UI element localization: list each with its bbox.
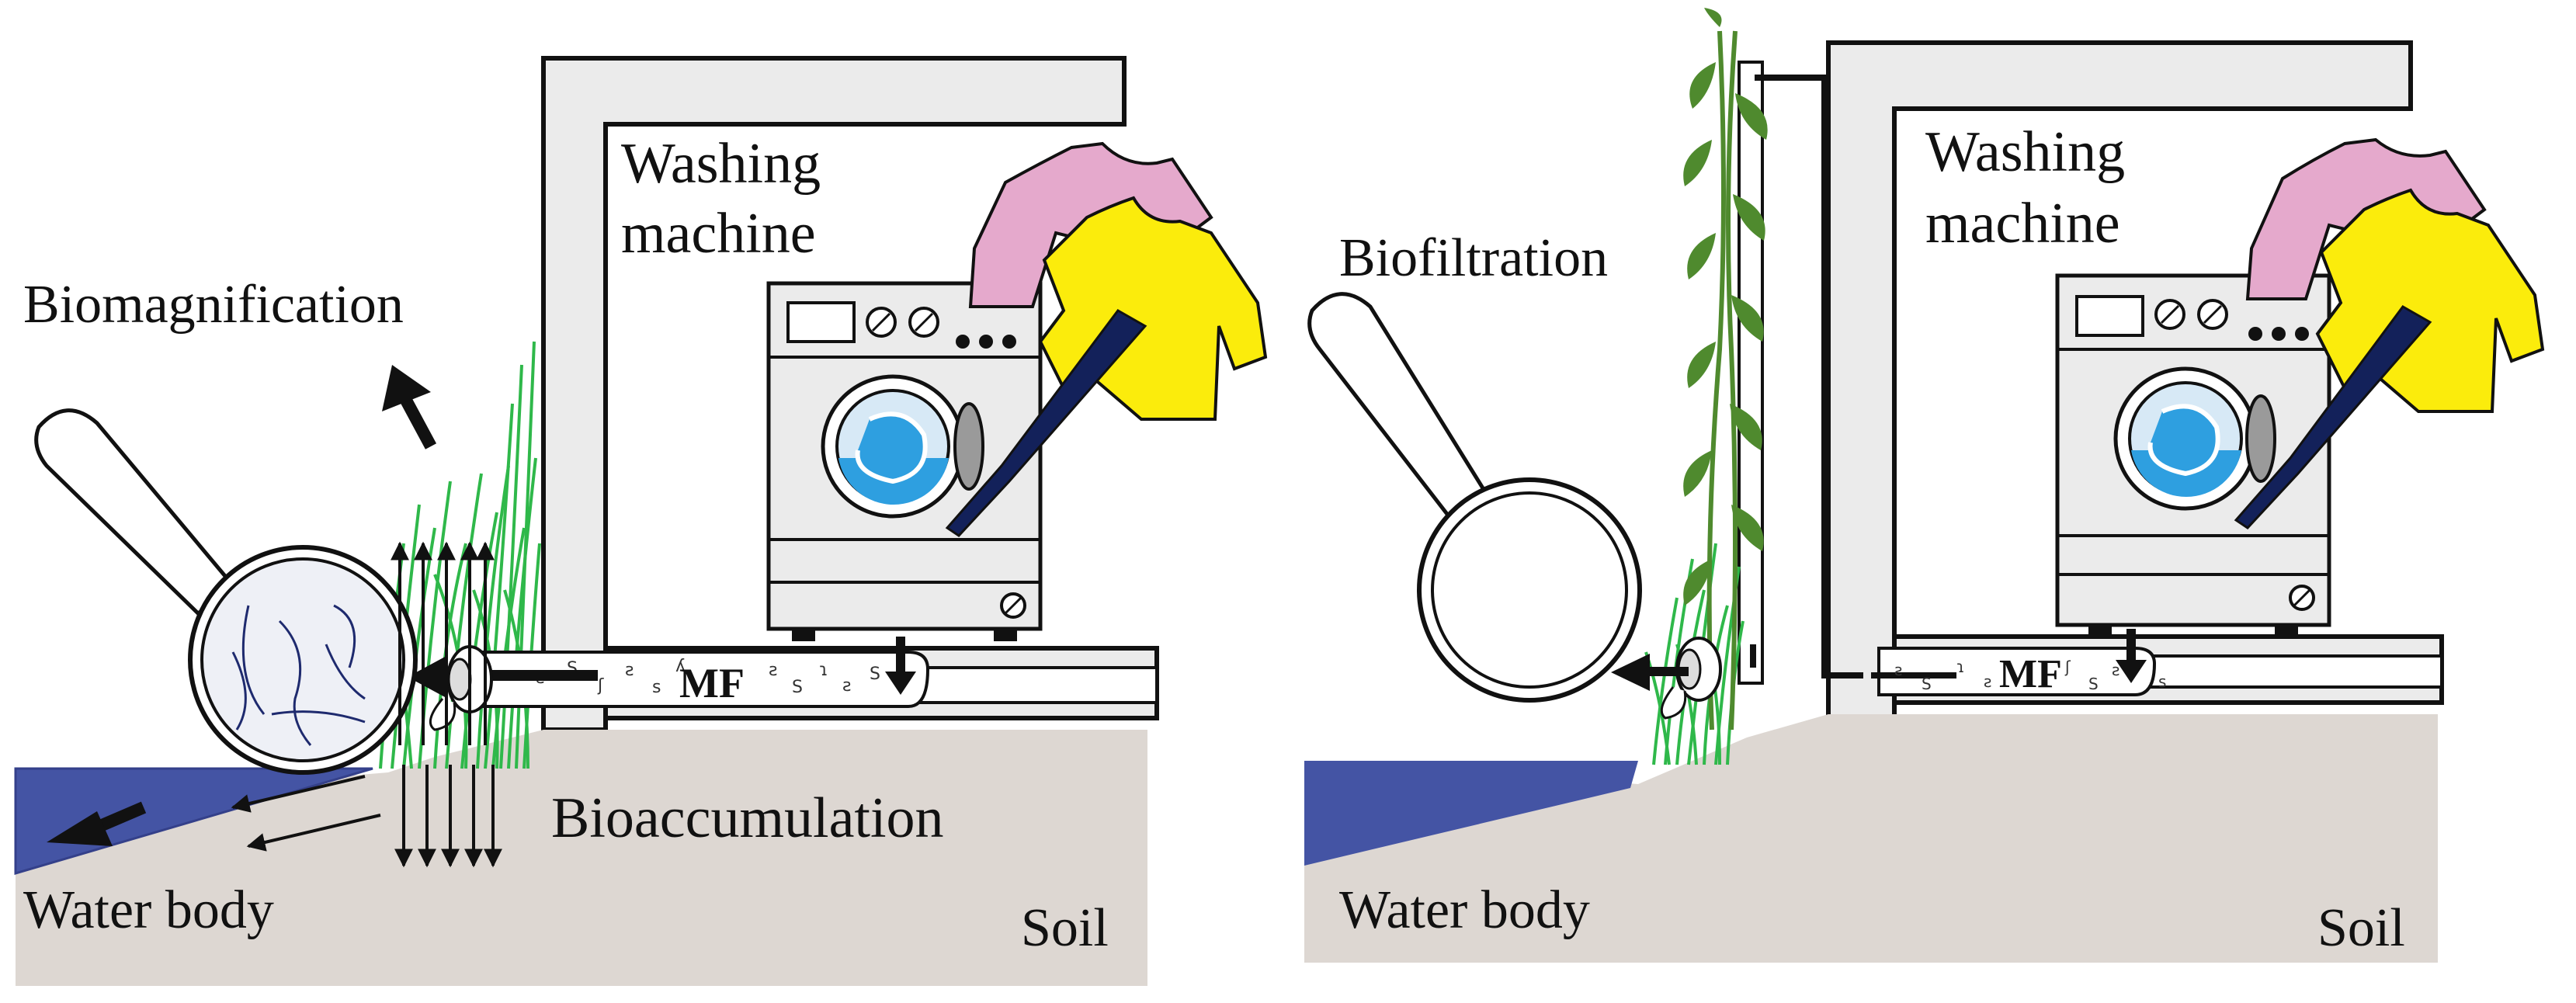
water-flow-arrows (231, 775, 381, 852)
washing-machine-label-line2: machine (1925, 192, 2120, 255)
svg-text:ʃ: ʃ (597, 676, 604, 696)
svg-text:ƨ: ƨ (1984, 672, 1991, 691)
water-body-label: Water body (1339, 880, 1590, 940)
svg-text:ɿ: ɿ (819, 661, 828, 680)
left-panel: ƨSʃ ƨsʎ ƨSɿ ƨS MF (14, 56, 1268, 986)
magnifying-glass-icon (34, 408, 418, 775)
plant-uptake-arrows (391, 541, 495, 745)
washing-machine-icon (766, 281, 1043, 641)
svg-text:ƨ: ƨ (625, 661, 634, 680)
vine-icon (1683, 8, 1768, 731)
magnifying-glass-icon (1307, 292, 1642, 703)
microfiber-strands (231, 604, 366, 746)
svg-text:ƨ: ƨ (769, 661, 777, 680)
svg-text:s: s (652, 678, 661, 697)
svg-text:S: S (870, 665, 880, 684)
soil (16, 730, 1147, 986)
biofiltration-label: Biofiltration (1339, 228, 1608, 288)
svg-text:S: S (2088, 675, 2099, 693)
soil-label: Soil (1021, 898, 1109, 958)
right-panel: ƨSɿ ƨʃS ƨs MF Washing machine Biofiltrat… (1304, 8, 2545, 963)
washing-machine-icon (2055, 273, 2331, 637)
water-outflow-arrow (47, 801, 147, 846)
drain-pipe: ƨSɿ ƨʃS ƨs MF (1871, 629, 2166, 696)
washing-machine-label-line2: machine (621, 202, 816, 266)
bioaccumulation-label: Bioaccumulation (551, 786, 944, 850)
washing-machine-label-line1: Washing (621, 132, 821, 196)
mf-label: MF (1999, 652, 2062, 696)
drain-pipe: ƨSʃ ƨsʎ ƨSɿ ƨS MF (408, 637, 930, 708)
svg-text:ɿ: ɿ (1956, 658, 1965, 676)
svg-text:ʎ: ʎ (675, 657, 686, 676)
svg-text:S: S (792, 678, 803, 697)
soil-label: Soil (2317, 898, 2405, 958)
soil (1304, 714, 2438, 963)
water-body (1304, 761, 1638, 866)
svg-text:S: S (1922, 675, 1932, 693)
svg-text:ʃ: ʃ (2064, 658, 2071, 676)
svg-text:ƨ: ƨ (1894, 661, 1902, 679)
mf-label: MF (679, 660, 745, 706)
biomagnification-arrow (382, 365, 437, 449)
vertical-pipe (1738, 61, 1764, 685)
svg-text:ƨ: ƨ (842, 676, 851, 696)
biomagnification-label: Biomagnification (23, 275, 404, 335)
svg-text:ƨ: ƨ (2112, 661, 2119, 679)
water-body-label: Water body (23, 880, 274, 940)
svg-text:s: s (2158, 672, 2166, 691)
washing-machine-label-line1: Washing (1925, 120, 2125, 184)
bioaccumulation-arrows (394, 765, 502, 868)
